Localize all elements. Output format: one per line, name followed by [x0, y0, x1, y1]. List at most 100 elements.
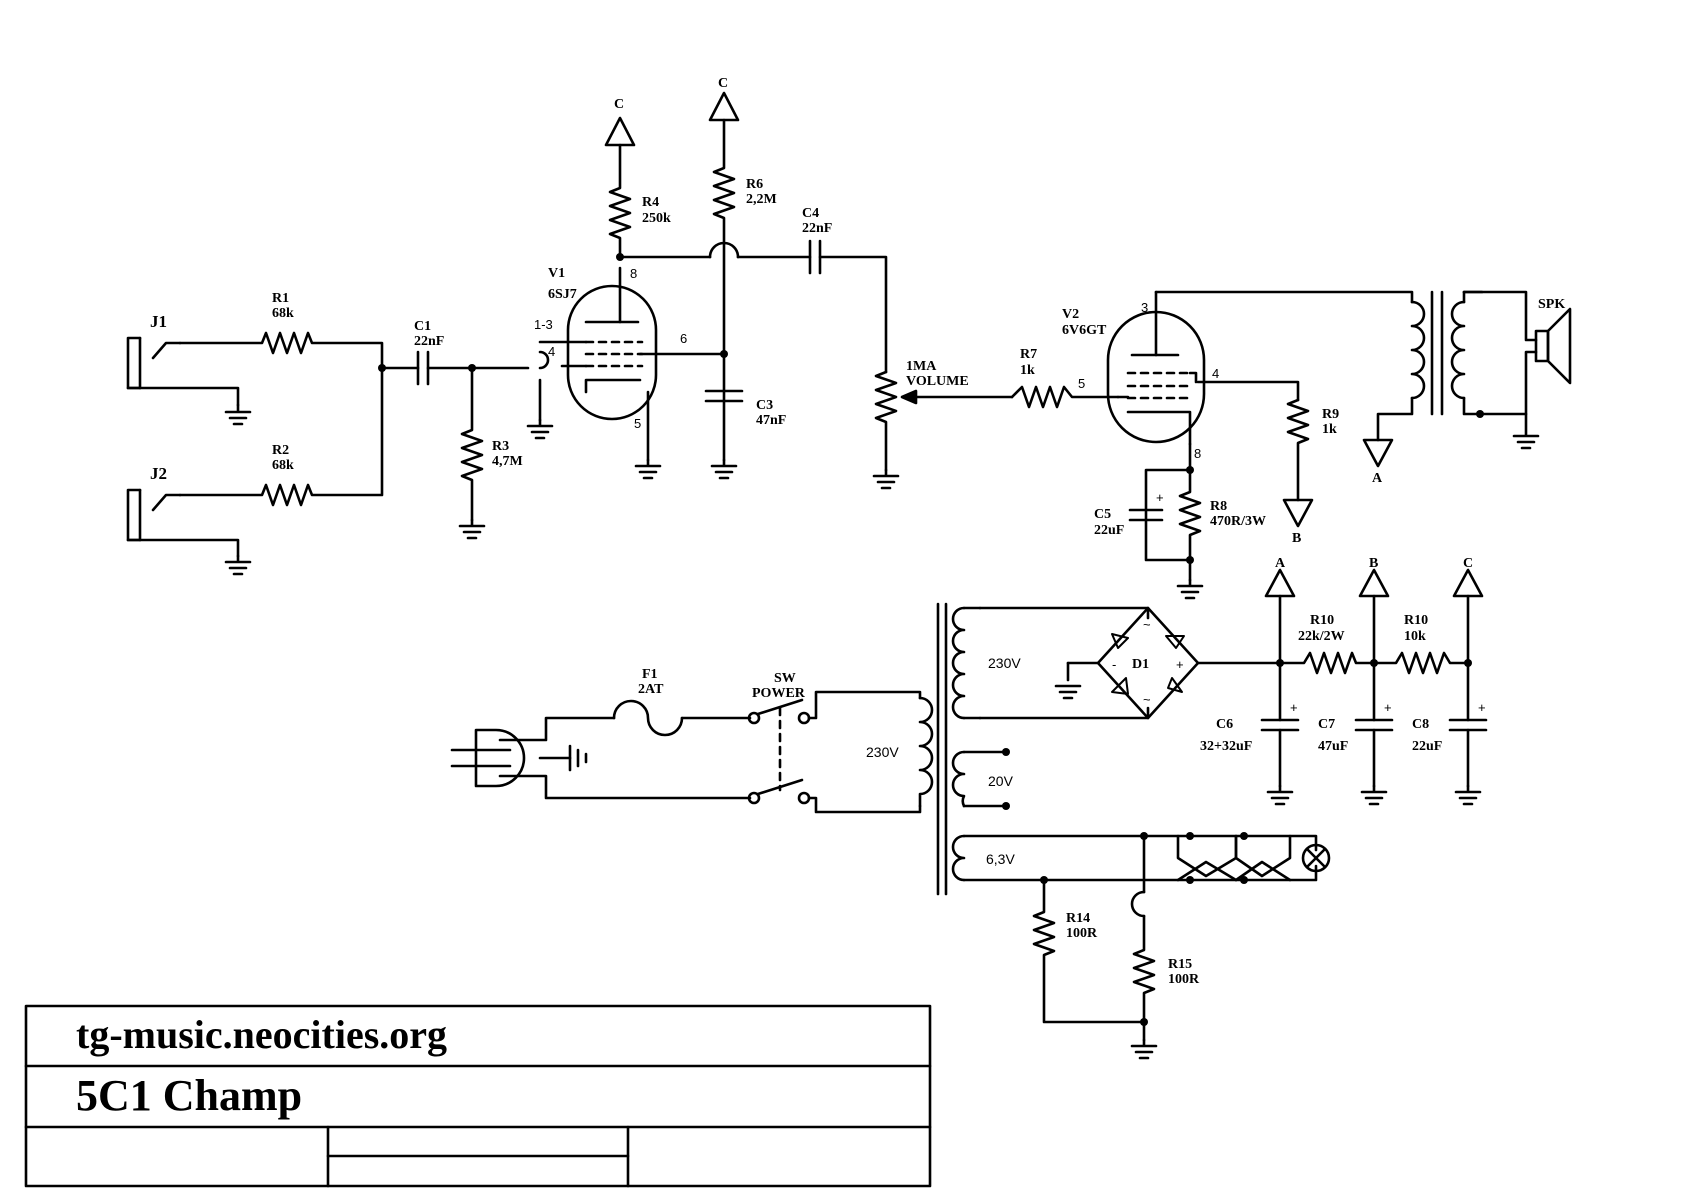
- cathode-network: + R8 470R/3W C5 22uF: [1094, 442, 1266, 582]
- tube-v2: V2 6V6GT 3 5 4 8: [1062, 290, 1300, 461]
- c6-value: 32+32uF: [1200, 739, 1252, 754]
- jack-j2-label: J2: [150, 464, 167, 483]
- r8-value: 470R/3W: [1210, 514, 1266, 529]
- resistor-r4: C R4 250k: [604, 97, 671, 259]
- website-title: tg-music.neocities.org: [76, 1012, 447, 1057]
- r10b-value: 10k: [1404, 629, 1426, 644]
- resistor-r2: R2 68k: [178, 366, 384, 507]
- ground-symbols: [224, 403, 1540, 1060]
- r14-ref: R14: [1066, 911, 1090, 926]
- rectifier-d1: D1 ~ ~ - +: [1066, 606, 1282, 720]
- r2-ref: R2: [272, 443, 289, 458]
- speaker-label: SPK: [1538, 297, 1565, 312]
- d1-ref: D1: [1132, 657, 1149, 672]
- r15-ref: R15: [1168, 957, 1192, 972]
- r14-value: 100R: [1066, 926, 1098, 941]
- capacitor-c4: C4 22nF: [802, 206, 888, 374]
- rail-a-label-2: A: [1275, 556, 1286, 571]
- title-block: tg-music.neocities.org 5C1 Champ: [24, 1004, 932, 1188]
- r7-value: 1k: [1020, 363, 1035, 378]
- rail-b-label-2: B: [1369, 556, 1378, 571]
- c6-polarity: +: [1290, 700, 1298, 715]
- r4-ref: R4: [642, 195, 659, 210]
- v1-pin-6: 6: [680, 331, 687, 346]
- v2-ref: V2: [1062, 307, 1079, 322]
- input-jack-j2: J2: [126, 464, 240, 558]
- v1-pin-13: 1-3: [534, 317, 553, 332]
- rail-b-label-1: B: [1292, 531, 1301, 546]
- r2-value: 68k: [272, 458, 294, 473]
- capacitor-c1: C1 22nF: [380, 319, 530, 386]
- c3-value: 47nF: [756, 413, 786, 428]
- pot-name: VOLUME: [906, 374, 969, 389]
- junction-dots: [378, 253, 1484, 1026]
- fuse-ref: F1: [642, 667, 658, 682]
- c1-ref: C1: [414, 319, 431, 334]
- resistor-r15: R15 100R: [1130, 834, 1200, 1042]
- rail-c-label-2: C: [718, 76, 728, 91]
- c5-ref: C5: [1094, 507, 1111, 522]
- r7-ref: R7: [1020, 347, 1037, 362]
- c4-ref: C4: [802, 206, 819, 221]
- resistor-r3: R3 4,7M: [460, 366, 523, 522]
- c8-value: 22uF: [1412, 739, 1442, 754]
- power-transformer-primary: 230V: [866, 602, 948, 896]
- filter-chain: A B C R10 22k/2W R10 10k: [1264, 556, 1484, 722]
- c4-value: 22nF: [802, 221, 832, 236]
- r6-ref: R6: [746, 177, 763, 192]
- jack-j1-label: J1: [150, 312, 167, 331]
- capacitor-c6: + C6 32+32uF: [1200, 700, 1300, 788]
- potentiometer-volume: 1MA VOLUME: [874, 359, 1014, 472]
- c5-polarity: +: [1156, 490, 1164, 505]
- project-title: 5C1 Champ: [76, 1071, 302, 1120]
- r8-ref: R8: [1210, 499, 1227, 514]
- r6-value: 2,2M: [746, 192, 777, 207]
- c1-value: 22nF: [414, 334, 444, 349]
- power-transformer-aux: 20V: [951, 750, 1014, 808]
- v2-type: 6V6GT: [1062, 323, 1107, 338]
- r1-value: 68k: [272, 306, 294, 321]
- c6-ref: C6: [1216, 717, 1233, 732]
- switch-ref: SW: [774, 671, 796, 686]
- v1-pin-5: 5: [634, 416, 641, 431]
- d1-ac-1: ~: [1143, 617, 1151, 632]
- speaker: SPK: [1534, 297, 1572, 385]
- output-transformer: A: [1154, 290, 1538, 486]
- v1-pin-4: 4: [548, 344, 555, 359]
- rail-a-label-1: A: [1372, 471, 1383, 486]
- aux-voltage: 20V: [988, 773, 1014, 789]
- power-switch: SW POWER: [747, 671, 922, 814]
- power-transformer-heater: 6,3V: [951, 834, 1331, 882]
- d1-ac-2: ~: [1143, 692, 1151, 707]
- v1-type: 6SJ7: [548, 287, 577, 302]
- v2-pin-5: 5: [1078, 376, 1085, 391]
- r3-value: 4,7M: [492, 454, 523, 469]
- input-jack-j1: J1: [126, 312, 240, 407]
- r10a-ref: R10: [1310, 613, 1334, 628]
- c7-ref: C7: [1318, 717, 1335, 732]
- r4-value: 250k: [642, 211, 671, 226]
- c3-ref: C3: [756, 398, 773, 413]
- resistor-r1: R1 68k: [178, 291, 384, 370]
- mains-plug: [450, 716, 752, 800]
- d1-minus: -: [1112, 657, 1116, 672]
- capacitor-c3: C3 47nF: [704, 389, 786, 428]
- primary-voltage: 230V: [866, 744, 899, 760]
- v2-pin-4: 4: [1212, 366, 1219, 381]
- v2-pin-8: 8: [1194, 446, 1201, 461]
- v2-pin-3: 3: [1141, 300, 1148, 315]
- r1-ref: R1: [272, 291, 289, 306]
- rail-c-label-3: C: [1463, 556, 1473, 571]
- rail-c-label-1: C: [614, 97, 624, 112]
- c8-polarity: +: [1478, 700, 1486, 715]
- fuse-f1: F1 2AT: [612, 667, 752, 737]
- v1-ref: V1: [548, 266, 565, 281]
- resistor-r6: C R6 2,2M: [654, 76, 777, 462]
- power-transformer-hv: 230V: [951, 606, 1150, 720]
- d1-plus: +: [1176, 657, 1184, 672]
- r9-ref: R9: [1322, 407, 1339, 422]
- r15-value: 100R: [1168, 972, 1200, 987]
- plate-wire: [618, 241, 812, 259]
- resistor-r7: R7 1k: [1010, 347, 1120, 409]
